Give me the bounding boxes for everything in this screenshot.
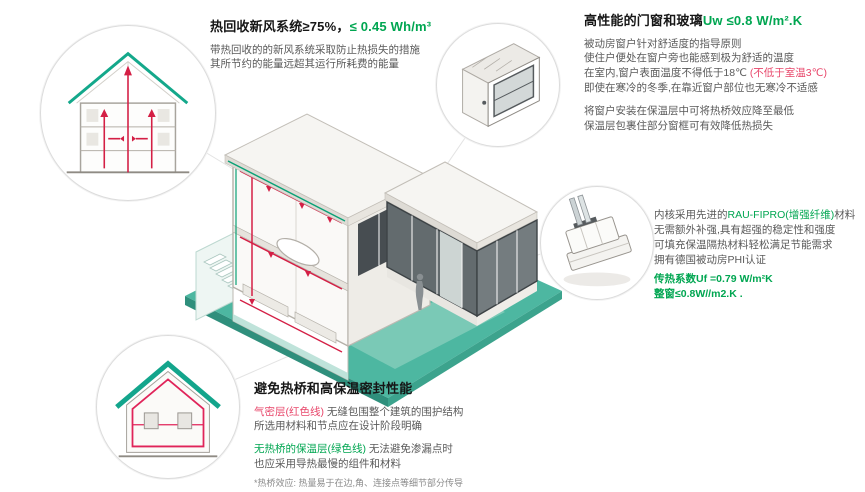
window-glass-title-value: Uw ≤0.8 W/m².K (702, 13, 803, 28)
window-glass-title-text: 高性能的门窗和玻璃 (584, 13, 703, 28)
window-corner-detail-icon (461, 43, 541, 128)
profile-line-4: 拥有德国被动房PHI认证 (654, 253, 767, 266)
ventilation-section-icon (66, 51, 190, 174)
ventilation-title-value: ≤ 0.45 Wh/m³ (349, 19, 432, 34)
window-profile-icon (563, 194, 632, 287)
callout-circle-window-detail (436, 23, 560, 147)
window-glass-line-3: 在室内,窗户表面温度不得低于18℃ (不低于室温3℃) (584, 66, 862, 81)
profile-line-1: 内核采用先进的RAU-FIPRO(增强纤维)材料 (654, 208, 865, 223)
profile-line-1-post: 材料 (834, 209, 856, 221)
callout-circle-thermal (96, 335, 240, 479)
bathtub (276, 237, 320, 267)
profile-line-1-pre: 内核采用先进的 (654, 209, 728, 221)
insulation-layer-label: 无热桥的保温层(绿色线) (254, 443, 366, 456)
profile-uw-value: 整窗≤0.8W//m2.K . (654, 287, 743, 300)
window-glass-line-3-highlight: (不低于室温3℃) (749, 67, 827, 80)
ventilation-desc-2: 其所节约的能量远超其运行所耗费的能量 (210, 58, 399, 71)
profile-line-1-brand: RAU-FIPRO(增强纤维) (727, 209, 835, 221)
window-glass-title: 高性能的门窗和玻璃Uw ≤0.8 W/m².K (584, 12, 862, 30)
airtight-section-icon (115, 360, 221, 458)
glazed-wing (383, 161, 539, 326)
insulation-layer-desc: 无法避免渗漏点时 (366, 443, 453, 456)
callout-circle-profile (540, 186, 654, 300)
window-glass-line-5: 将窗户安装在保温层中可将热桥效应降至最低 (584, 105, 794, 118)
thermal-bridge-footnote: *热桥效应: 热量易于在边,角、连接点等细节部分传导 (254, 478, 464, 489)
airtight-layer-label: 气密层(红色线) (254, 405, 324, 418)
thermal-bridge-text-block: 避免热桥和高保温密封性能 气密层(红色线) 无缝包围整个建筑的围护结构 所选用材… (254, 380, 574, 490)
callout-circle-ventilation (40, 25, 216, 201)
person-figure (415, 273, 424, 310)
profile-line-3: 可填充保温隔热材料轻松满足节能需求 (654, 238, 833, 251)
thermal-bridge-title: 避免热桥和高保温密封性能 (254, 381, 413, 396)
window-glass-line-3-text: 在室内,窗户表面温度不得低于18℃ (584, 67, 750, 80)
ventilation-text-block: 热回收新风系统≥75%，≤ 0.45 Wh/m³ 带热回收的的新风系统采取防止热… (210, 18, 478, 72)
window-glass-line-2: 使住户便处在窗户旁也能感到极为舒适的温度 (584, 52, 794, 65)
thermal-bridge-line-4: 也应采用导热最慢的组件和材料 (254, 458, 401, 471)
ventilation-title: 热回收新风系统≥75%，≤ 0.45 Wh/m³ (210, 18, 478, 36)
profile-text-block: 内核采用先进的RAU-FIPRO(增强纤维)材料 无需额外补强,具有超强的稳定性… (654, 208, 865, 301)
window-glass-text-block: 高性能的门窗和玻璃Uw ≤0.8 W/m².K 被动房窗户针对舒适度的指导原则 … (584, 12, 862, 134)
thermal-bridge-line-2: 所选用材料和节点应在设计阶段明确 (254, 420, 422, 433)
profile-uf-value: 传热系数Uf =0.79 W/m²K (654, 272, 773, 285)
insulation-layer-line: 无热桥的保温层(绿色线) 无法避免渗漏点时 (254, 442, 574, 457)
airtight-layer-line: 气密层(红色线) 无缝包围整个建筑的围护结构 (254, 405, 574, 420)
ventilation-title-text: 热回收新风系统≥75%， (210, 19, 350, 34)
airtight-layer-desc: 无缝包围整个建筑的围护结构 (324, 405, 464, 418)
window-glass-line-1: 被动房窗户针对舒适度的指导原则 (584, 37, 742, 50)
window-glass-line-6: 保温层包裹住部分窗框可有效降低热损失 (584, 120, 773, 133)
window-glass-line-4: 即使在寒冷的冬季,在靠近窗户部位也无寒冷不适感 (584, 82, 818, 95)
profile-line-2: 无需额外补强,具有超强的稳定性和强度 (654, 223, 836, 236)
ventilation-desc-1: 带热回收的的新风系统采取防止热损失的措施 (210, 43, 420, 56)
